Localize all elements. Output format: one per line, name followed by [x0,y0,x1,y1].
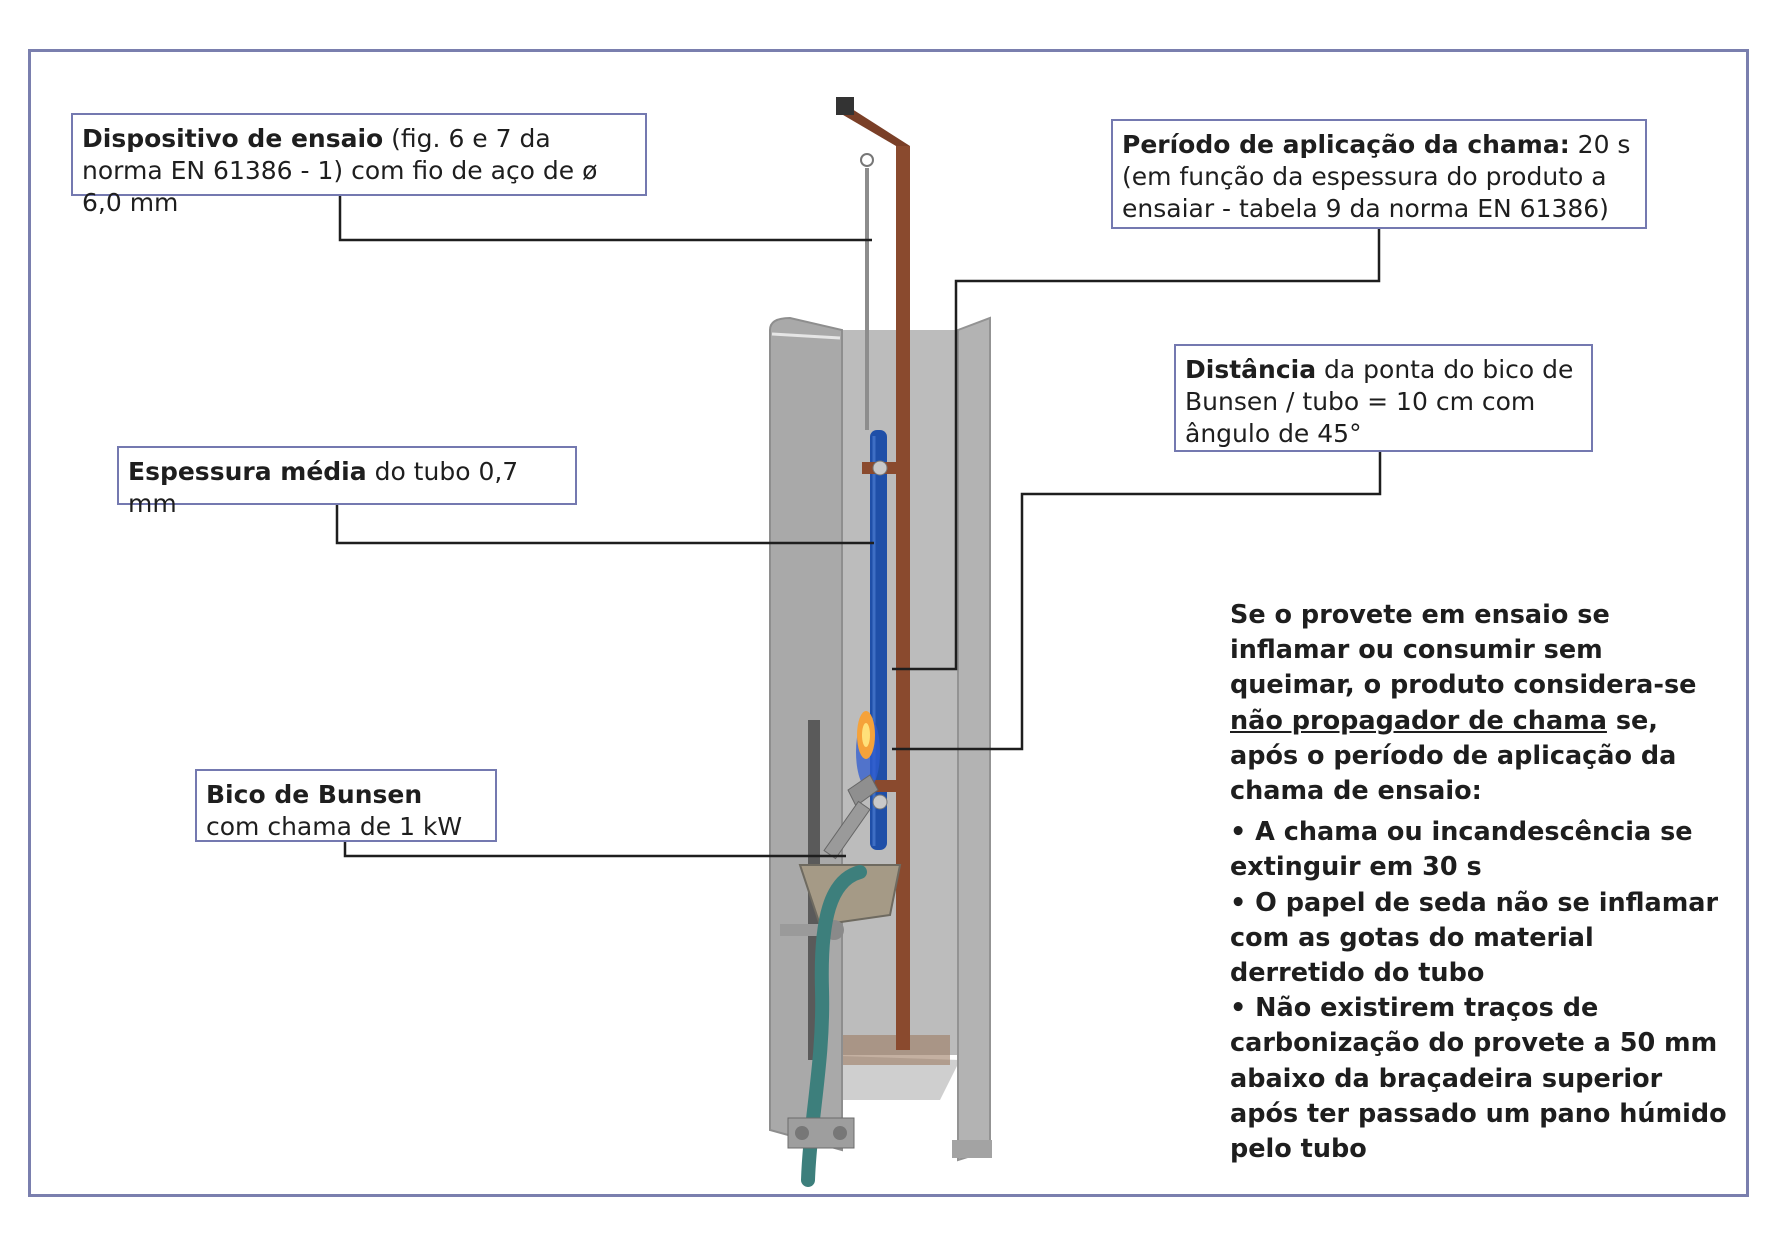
criteria-bullet-1: • A chama ou incandescência se extinguir… [1230,817,1693,883]
criteria-bullet-2: • O papel de seda não se inflamar com as… [1230,887,1719,989]
notes-intro-after: se, após o período de aplicação da chama… [1230,705,1677,807]
callout-dispositivo-title: Dispositivo de ensaio [82,124,384,153]
callout-dispositivo-text: (fig. 6 e 7 da norma EN 61386 - 1) com f… [82,124,598,217]
callout-bico-text: com chama de 1 kW [206,812,463,841]
callout-espessura-text: do tubo 0,7 mm [128,457,519,518]
leader-dispositivo [338,196,872,242]
callout-dispositivo: Dispositivo de ensaio (fig. 6 e 7 da nor… [71,113,647,217]
test-cabinet-illustration [769,97,992,1187]
callout-distancia-title: Distância [1185,355,1317,384]
callout-periodo-title: Período de aplicação da chama: [1122,130,1570,159]
notes-intro-underlined: não propagador de chama [1230,705,1607,736]
callout-espessura-title: Espessura média [128,457,367,486]
leader-periodo [892,229,1381,671]
leader-espessura [335,505,874,545]
callout-bico: Bico de Bunsen com chama de 1 kW [195,769,497,842]
leader-lines [335,196,1382,858]
acceptance-criteria-text: Se o provete em ensaio se inflamar ou co… [1230,598,1730,1167]
leader-distancia [892,452,1382,751]
notes-intro-before: Se o provete em ensaio se inflamar ou co… [1230,600,1697,701]
leader-bico [343,842,846,858]
callout-distancia: Distância da ponta do bico de Bunsen / t… [1174,344,1593,452]
callout-bico-title: Bico de Bunsen [206,780,423,809]
callout-distancia-text: da ponta do bico de Bunsen / tubo = 10 c… [1185,355,1574,448]
figure-frame [28,49,1749,1197]
callout-periodo: Período de aplicação da chama: 20 s (em … [1111,119,1647,229]
callout-periodo-text: 20 s (em função da espessura do produto … [1122,130,1631,223]
callout-espessura: Espessura média do tubo 0,7 mm [117,446,577,518]
criteria-bullet-3: • Não existirem traços de carbonização d… [1230,993,1727,1165]
